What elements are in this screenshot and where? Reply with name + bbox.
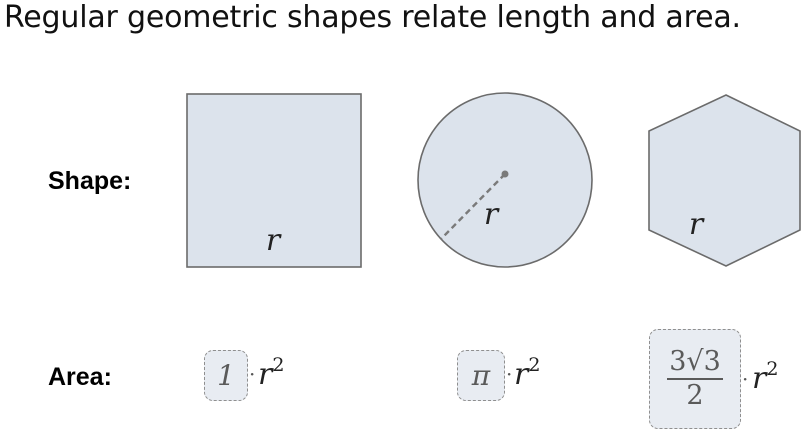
hexagon-area-denominator: 2 (686, 379, 704, 411)
circle-radius-label: r (484, 197, 500, 232)
circle-area-r-squared: r2 (514, 354, 541, 392)
circle-area-times: · (506, 362, 513, 386)
hexagon-area-coefficient-box: 3√3 2 (649, 329, 741, 429)
shape-row-label: Shape: (48, 167, 132, 195)
square-area-coefficient: 1 (217, 359, 235, 392)
square-area-coefficient-box: 1 (204, 350, 248, 401)
square-shape (186, 93, 362, 268)
hexagon-area-times: · (742, 367, 749, 391)
page-title: Regular geometric shapes relate length a… (4, 0, 741, 35)
area-row-label: Area: (48, 363, 112, 391)
circle-area-exponent: 2 (528, 354, 541, 376)
circle-center-dot (501, 170, 509, 178)
circle-radius-line (440, 173, 506, 240)
square-radius-label: r (266, 223, 282, 258)
hexagon-area-fraction: 3√3 2 (667, 346, 723, 412)
circle-shape (417, 92, 593, 268)
hexagon-area-r-squared: r2 (752, 358, 779, 396)
circle-area-variable: r (514, 357, 529, 392)
hexagon-area-exponent: 2 (766, 358, 779, 380)
hexagon-area-variable: r (752, 361, 767, 396)
circle-area-coefficient-box: π (457, 350, 505, 401)
square-area-exponent: 2 (272, 354, 285, 376)
hexagon-area-numerator: 3√3 (667, 346, 723, 380)
circle-area-coefficient: π (471, 359, 491, 392)
hexagon-radius-label: r (689, 207, 705, 242)
square-area-variable: r (258, 357, 273, 392)
square-area-r-squared: r2 (258, 354, 285, 392)
square-area-times: · (249, 362, 256, 386)
hexagon-shape (648, 94, 801, 267)
